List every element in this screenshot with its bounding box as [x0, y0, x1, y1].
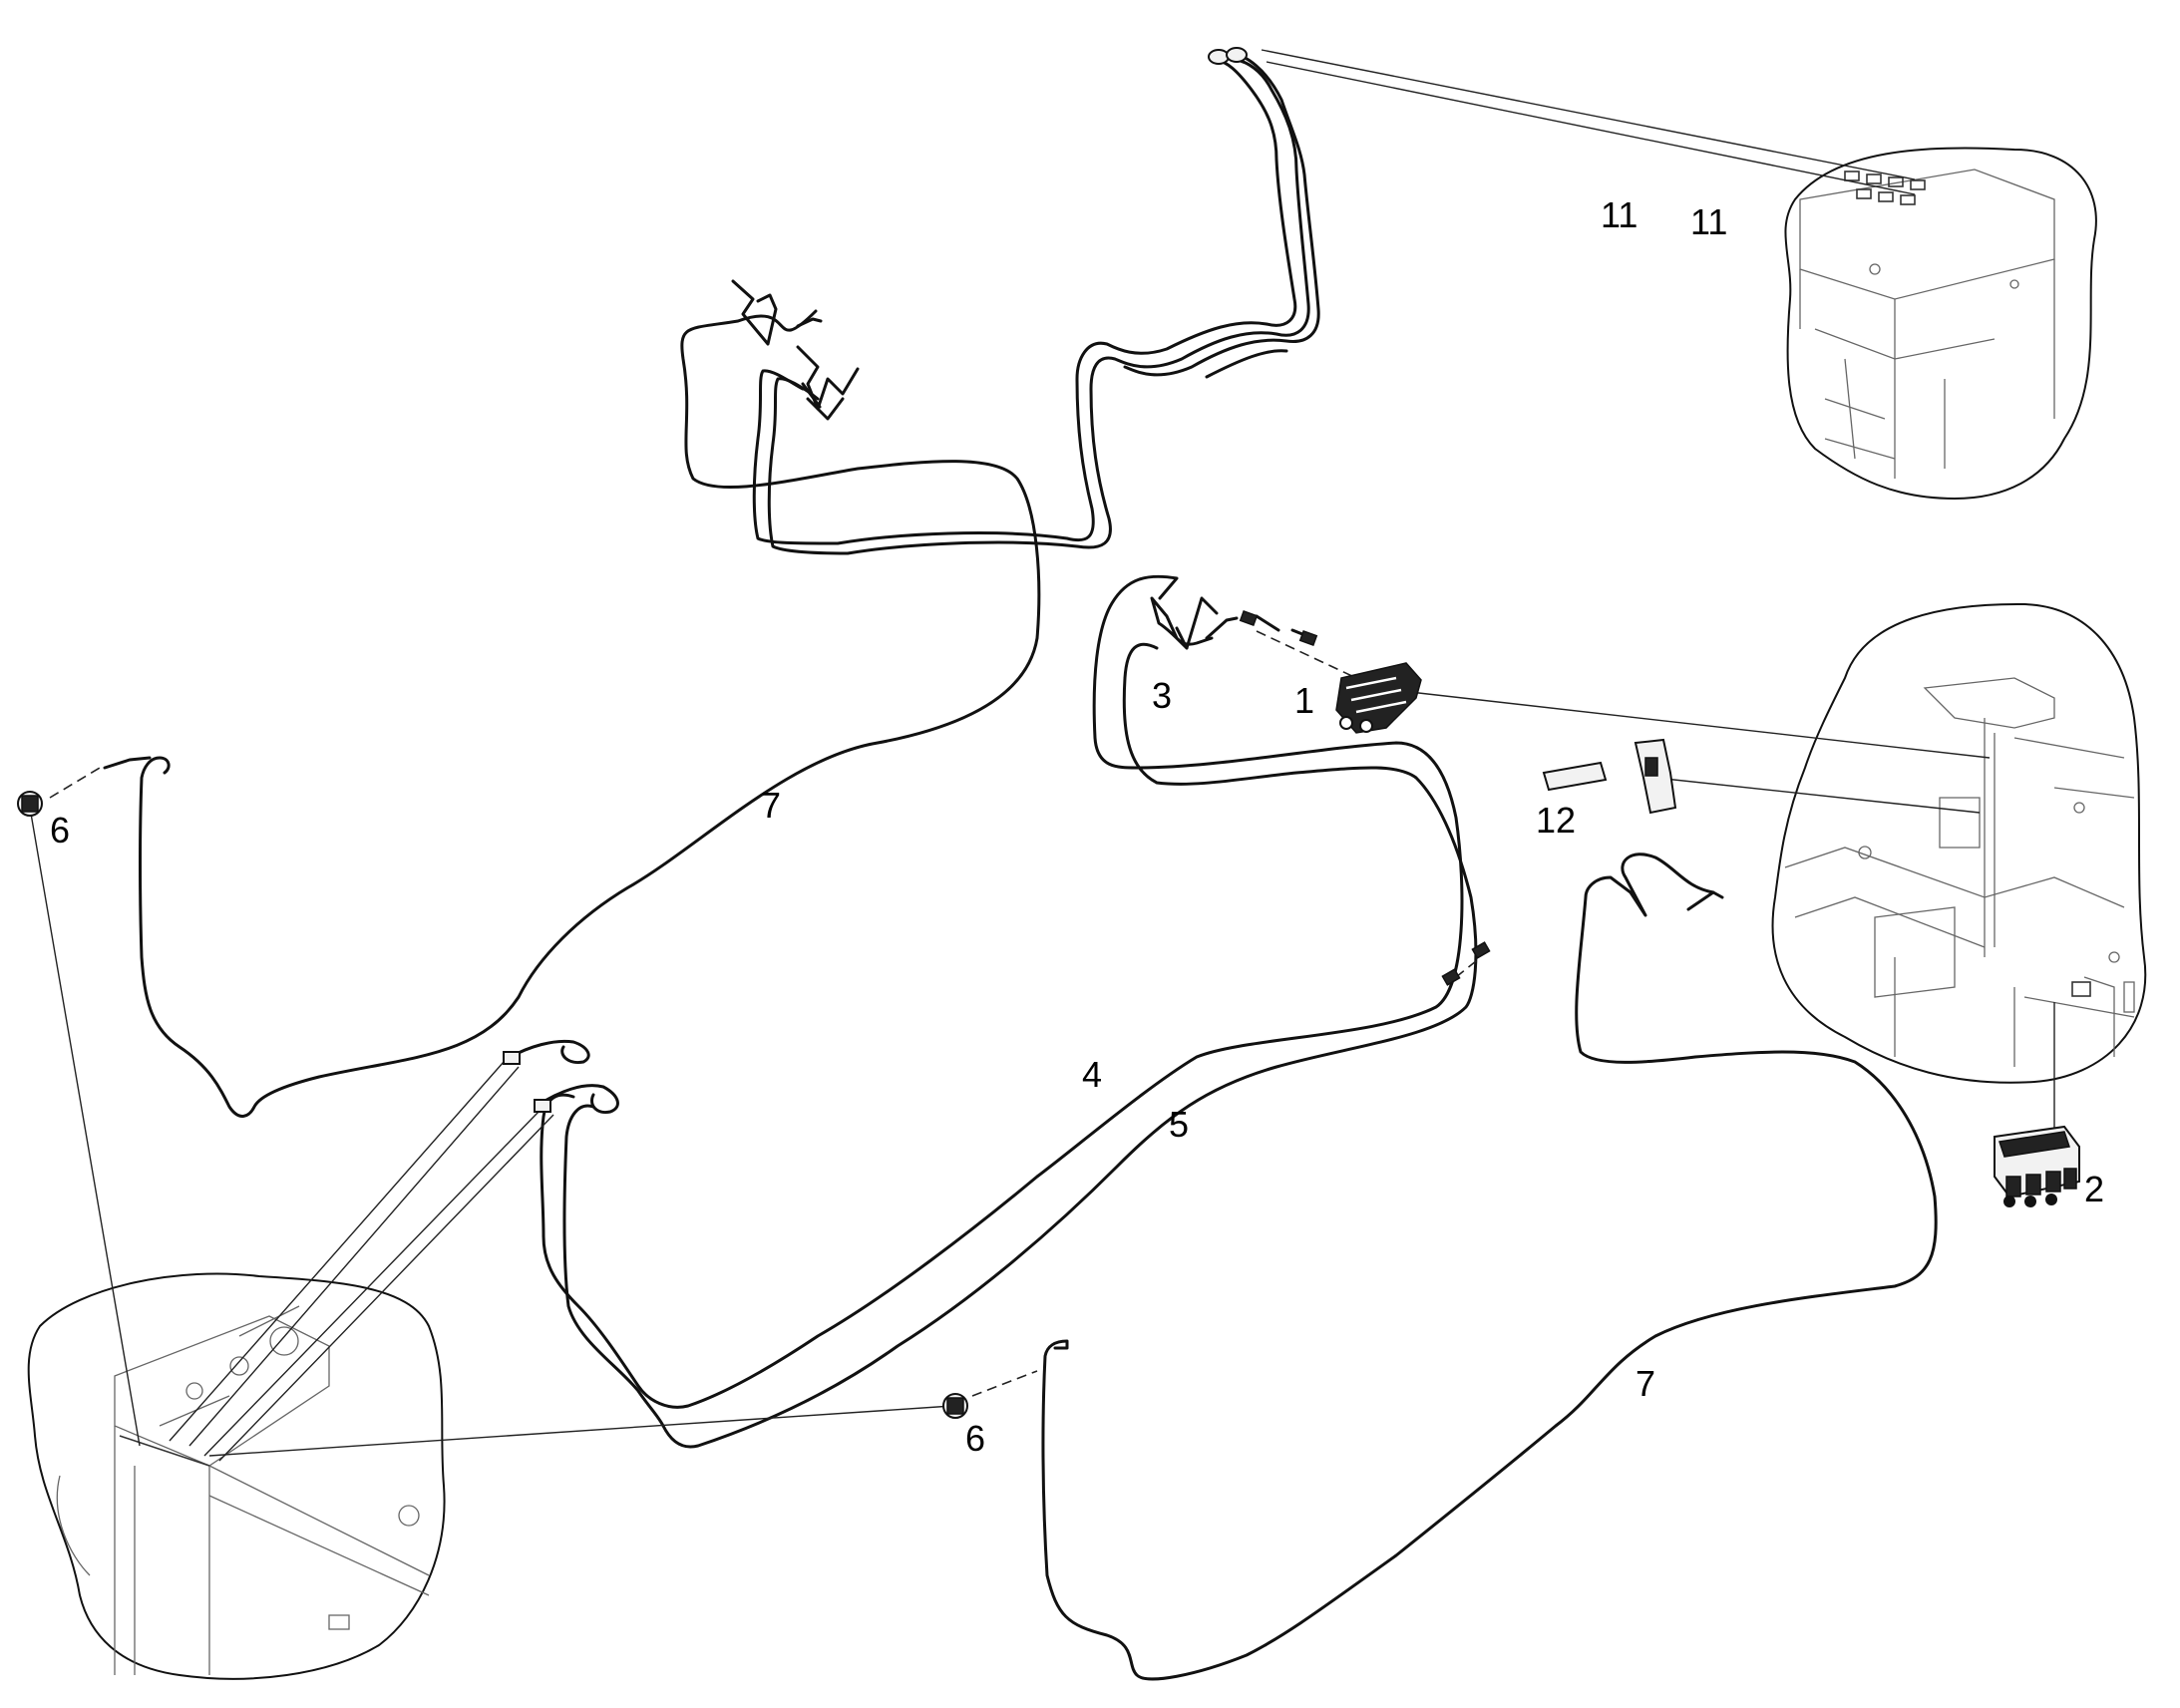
part-6-fitting-left — [17, 791, 43, 817]
callout-2: 2 — [2084, 1169, 2104, 1209]
callout-4: 4 — [1082, 1054, 1102, 1095]
leader-lines — [29, 49, 2055, 1457]
hose-7-bottom — [1041, 853, 1938, 1681]
part-12-label — [1542, 761, 1608, 792]
part-1-valve-block — [1335, 662, 1422, 734]
part-2-manifold — [1994, 1125, 2080, 1207]
callout-6-left: 6 — [50, 810, 70, 851]
callout-7-left: 7 — [761, 785, 781, 826]
hoses-11-upper — [752, 50, 1320, 555]
callouts: 1 2 3 4 5 6 6 7 7 11 11 12 — [50, 194, 2104, 1459]
callout-11-right: 11 — [1690, 201, 1727, 242]
hose-11-fittings — [1208, 47, 1248, 65]
detail-view-right-middle — [1771, 602, 2147, 1084]
callout-1: 1 — [1294, 680, 1314, 721]
hose-7-left — [103, 279, 1041, 1118]
callout-11-left: 11 — [1601, 194, 1637, 235]
hose-fittings — [1239, 609, 1491, 986]
part-bracket-12 — [1634, 738, 1677, 815]
callout-6-center: 6 — [965, 1418, 985, 1459]
boom-hose-bracket — [169, 1039, 619, 1462]
callout-3: 3 — [1152, 675, 1172, 716]
hoses-3-4-5 — [540, 574, 1478, 1449]
part-6-fitting-center — [942, 1393, 968, 1419]
callout-5: 5 — [1169, 1104, 1189, 1145]
detail-view-bottom-left — [27, 1272, 446, 1680]
callout-12: 12 — [1536, 800, 1576, 841]
callout-7-bottom: 7 — [1635, 1363, 1655, 1404]
detail-view-top-right — [1784, 147, 2097, 501]
